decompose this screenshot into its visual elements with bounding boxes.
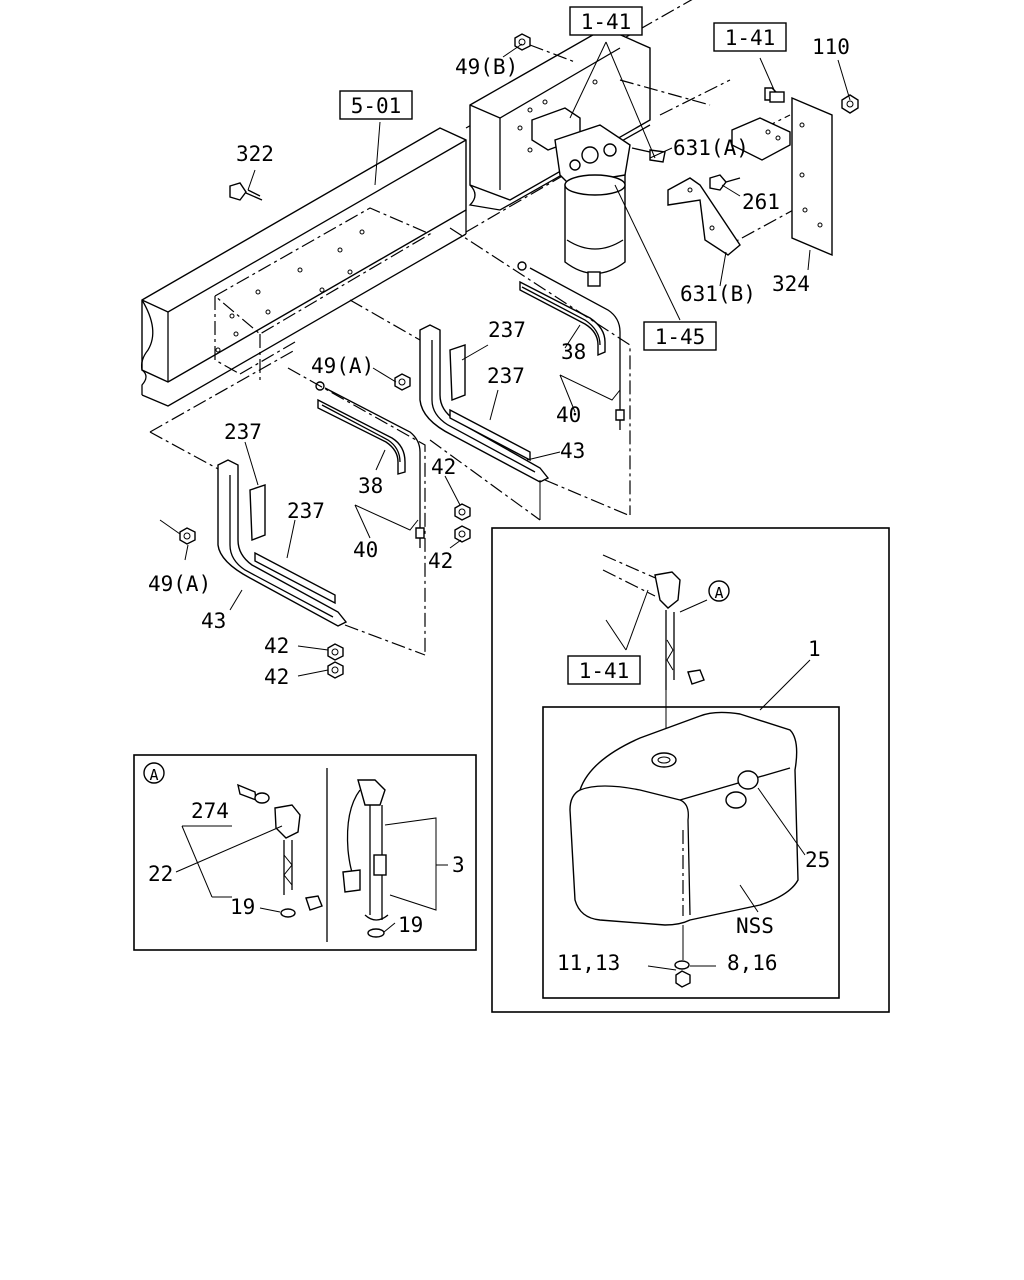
label-261: 261 xyxy=(742,190,780,214)
ref-box-4: 1-45 xyxy=(643,321,717,351)
frame-plate-dashed xyxy=(149,207,432,471)
nut-49a-lower xyxy=(179,527,196,545)
label-43-upper: 43 xyxy=(560,439,585,463)
label-42-upper-a: 42 xyxy=(431,455,456,479)
label-322: 322 xyxy=(236,142,274,166)
label-237-lower-b: 237 xyxy=(287,499,325,523)
label-1: 1 xyxy=(808,637,821,661)
ref-box-1: 1-41 xyxy=(569,6,643,36)
ref-box-3: 5-01 xyxy=(339,90,413,120)
label-43-lower: 43 xyxy=(201,609,226,633)
nut-42-upper2 xyxy=(454,525,471,543)
label-38-lower: 38 xyxy=(358,474,383,498)
fuel-filter xyxy=(531,107,666,287)
label-42-upper-b: 42 xyxy=(428,549,453,573)
label-40-upper: 40 xyxy=(556,403,581,427)
label-324: 324 xyxy=(772,272,810,296)
nut-42-upper1 xyxy=(454,503,471,521)
ref-1-41-inset: 1-41 xyxy=(579,659,630,683)
label-8-16: 8,16 xyxy=(727,951,778,975)
label-19-right: 19 xyxy=(398,913,423,937)
label-237-upper-a: 237 xyxy=(488,318,526,342)
label-nss: NSS xyxy=(736,914,774,938)
label-237-lower-a: 237 xyxy=(224,420,262,444)
label-49b: 49(B) xyxy=(455,55,518,79)
label-38-upper: 38 xyxy=(561,340,586,364)
label-40-lower: 40 xyxy=(353,538,378,562)
label-42-lower-a: 42 xyxy=(264,634,289,658)
leader-lines xyxy=(159,41,851,677)
label-631a: 631(A) xyxy=(673,136,749,160)
nut-49a-upper xyxy=(394,373,411,391)
bracket-631b xyxy=(667,177,741,256)
label-49a-lower: 49(A) xyxy=(148,572,211,596)
bolt-110-nut xyxy=(841,94,859,114)
callout-a-main: A xyxy=(708,580,730,602)
tank-band-lower xyxy=(217,367,426,656)
tank-inset xyxy=(491,527,890,1013)
label-22: 22 xyxy=(148,862,173,886)
label-49a-upper: 49(A) xyxy=(311,354,374,378)
svg-text:A: A xyxy=(714,584,723,602)
ref-5-01: 5-01 xyxy=(351,94,402,118)
label-274: 274 xyxy=(191,799,229,823)
ref-1-45: 1-45 xyxy=(655,325,706,349)
plate-324 xyxy=(791,96,833,257)
callout-a-inset: A xyxy=(143,762,165,784)
nut-42-lower1 xyxy=(327,643,344,661)
label-42-lower-b: 42 xyxy=(264,665,289,689)
detail-a-inset xyxy=(133,754,477,951)
nut-42-lower2 xyxy=(327,661,344,679)
label-631b: 631(B) xyxy=(680,282,756,306)
tank-band-upper xyxy=(349,227,631,521)
bolt-322 xyxy=(229,182,263,201)
ref-1-41-top: 1-41 xyxy=(581,10,632,34)
bolt-261 xyxy=(709,174,741,191)
label-11-13: 11,13 xyxy=(557,951,620,975)
label-110: 110 xyxy=(812,35,850,59)
label-237-upper-b: 237 xyxy=(487,364,525,388)
label-25: 25 xyxy=(805,848,830,872)
svg-text:A: A xyxy=(149,766,158,784)
label-19-left: 19 xyxy=(230,895,255,919)
ref-1-41-right: 1-41 xyxy=(725,26,776,50)
label-3: 3 xyxy=(452,853,465,877)
bracket-631a xyxy=(731,117,791,161)
ref-box-2: 1-41 xyxy=(713,22,787,52)
ref-box-5: 1-41 xyxy=(567,655,641,685)
